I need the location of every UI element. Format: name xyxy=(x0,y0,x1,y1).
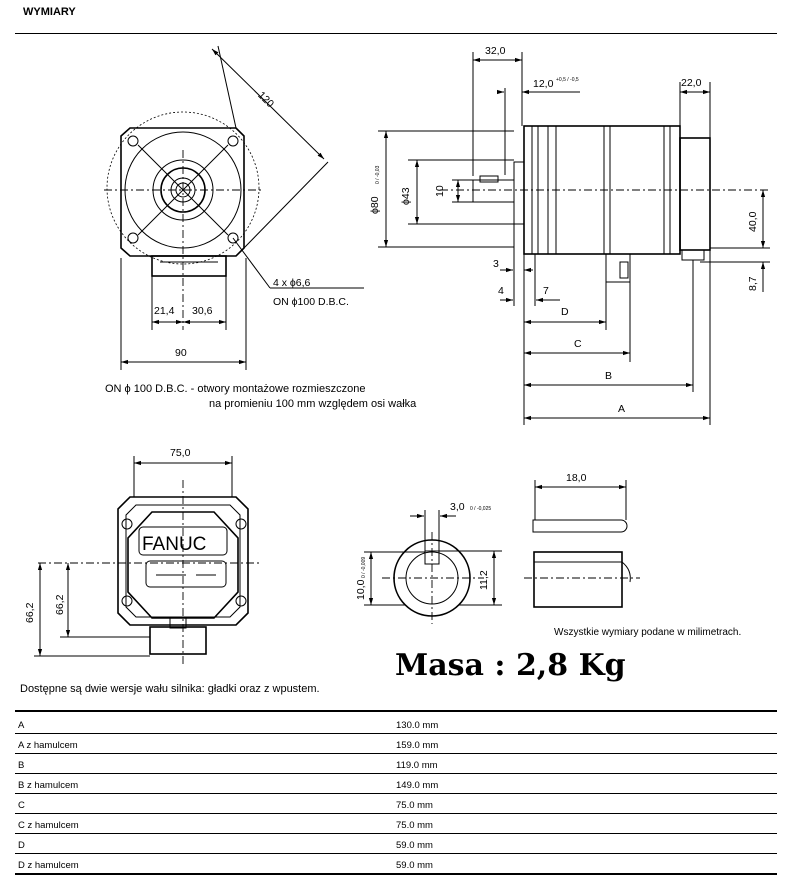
section-title: WYMIARY xyxy=(23,6,76,18)
dim-phi80-tol: 0 / -0,03 xyxy=(375,165,381,184)
row-value: 59.0 mm xyxy=(396,833,777,854)
dim-A: A xyxy=(618,403,625,415)
dim-bc: ON ϕ100 D.B.C. xyxy=(273,296,349,308)
dim-22: 22,0 xyxy=(681,77,702,89)
dim-D: D xyxy=(561,306,569,318)
dim-3-0-tol: 0 / -0,025 xyxy=(470,506,491,512)
row-label: B z hamulcem xyxy=(15,773,396,794)
dim-holes: 4 x ϕ6,6 xyxy=(273,277,311,289)
dim-66-2-b: 66,2 xyxy=(54,594,66,615)
row-label: C xyxy=(15,793,396,814)
row-label: A z hamulcem xyxy=(15,733,396,754)
row-value: 159.0 mm xyxy=(396,733,777,754)
dim-phi80: ϕ80 xyxy=(369,196,381,214)
dim-75: 75,0 xyxy=(170,447,191,459)
dim-10-0-tol: 0 / -0,009 xyxy=(361,557,367,578)
shaft-section: 3,0 0 / -0,025 10,0 0 / -0,009 11,2 xyxy=(355,501,502,624)
row-value: 75.0 mm xyxy=(396,813,777,834)
side-view: 32,0 12,0 +0,5 / -0,5 22,0 ϕ80 0 / -0,03… xyxy=(369,45,770,425)
dim-3-0: 3,0 xyxy=(450,501,465,513)
key-view: 18,0 xyxy=(524,472,640,608)
mass-label: Masa : 2,8 Kg xyxy=(395,648,626,683)
dim-10-0: 10,0 xyxy=(355,579,367,600)
row-value: 130.0 mm xyxy=(396,714,777,734)
row-label: D xyxy=(15,833,396,854)
bolt-circle-note: ON ϕ 100 D.B.C. - otwory montażowe rozmi… xyxy=(105,382,416,412)
dim-12-tol: +0,5 / -0,5 xyxy=(556,77,579,83)
dim-B: B xyxy=(605,370,612,382)
bolt-circle-note-line2: na promieniu 100 mm względem osi wałka xyxy=(209,398,417,410)
fanuc-logo: FANUC xyxy=(142,534,206,555)
dim-8-7: 8,7 xyxy=(747,276,759,291)
row-value: 119.0 mm xyxy=(396,753,777,774)
dim-11-2: 11,2 xyxy=(478,570,490,590)
dim-10: 10 xyxy=(434,185,446,197)
dim-21-4: 21,4 xyxy=(154,305,175,317)
dim-12: 12,0 xyxy=(533,78,554,90)
dim-3: 3 xyxy=(493,258,499,270)
bolt-circle-note-line1: ON ϕ 100 D.B.C. - otwory montażowe rozmi… xyxy=(105,383,366,395)
dim-30-6: 30,6 xyxy=(192,305,213,317)
row-value: 149.0 mm xyxy=(396,773,777,794)
dim-7: 7 xyxy=(543,285,549,297)
row-label: A xyxy=(15,714,396,734)
front-view: 120 4 x ϕ6,6 ON ϕ100 D.B.C. 21,4 30,6 90 xyxy=(104,45,364,370)
row-label: B xyxy=(15,753,396,774)
dim-40: 40,0 xyxy=(747,211,759,232)
dim-C: C xyxy=(574,338,582,350)
rear-view: FANUC 75,0 66,2 66,2 xyxy=(24,447,262,666)
row-value: 75.0 mm xyxy=(396,793,777,814)
units-note: Wszystkie wymiary podane w milimetrach. xyxy=(554,627,742,638)
row-label: D z hamulcem xyxy=(15,853,396,875)
dim-32: 32,0 xyxy=(485,45,506,57)
dim-4: 4 xyxy=(498,285,504,297)
dim-66-2-a: 66,2 xyxy=(24,602,36,623)
shaft-note: Dostępne są dwie wersje wału silnika: gł… xyxy=(20,683,320,695)
section-header: WYMIARY xyxy=(15,0,777,34)
dim-120: 120 xyxy=(255,89,276,110)
dim-18: 18,0 xyxy=(566,472,587,484)
dim-90: 90 xyxy=(175,347,187,359)
row-label: C z hamulcem xyxy=(15,813,396,834)
row-value: 59.0 mm xyxy=(396,853,777,875)
dim-phi43: ϕ43 xyxy=(400,187,412,205)
